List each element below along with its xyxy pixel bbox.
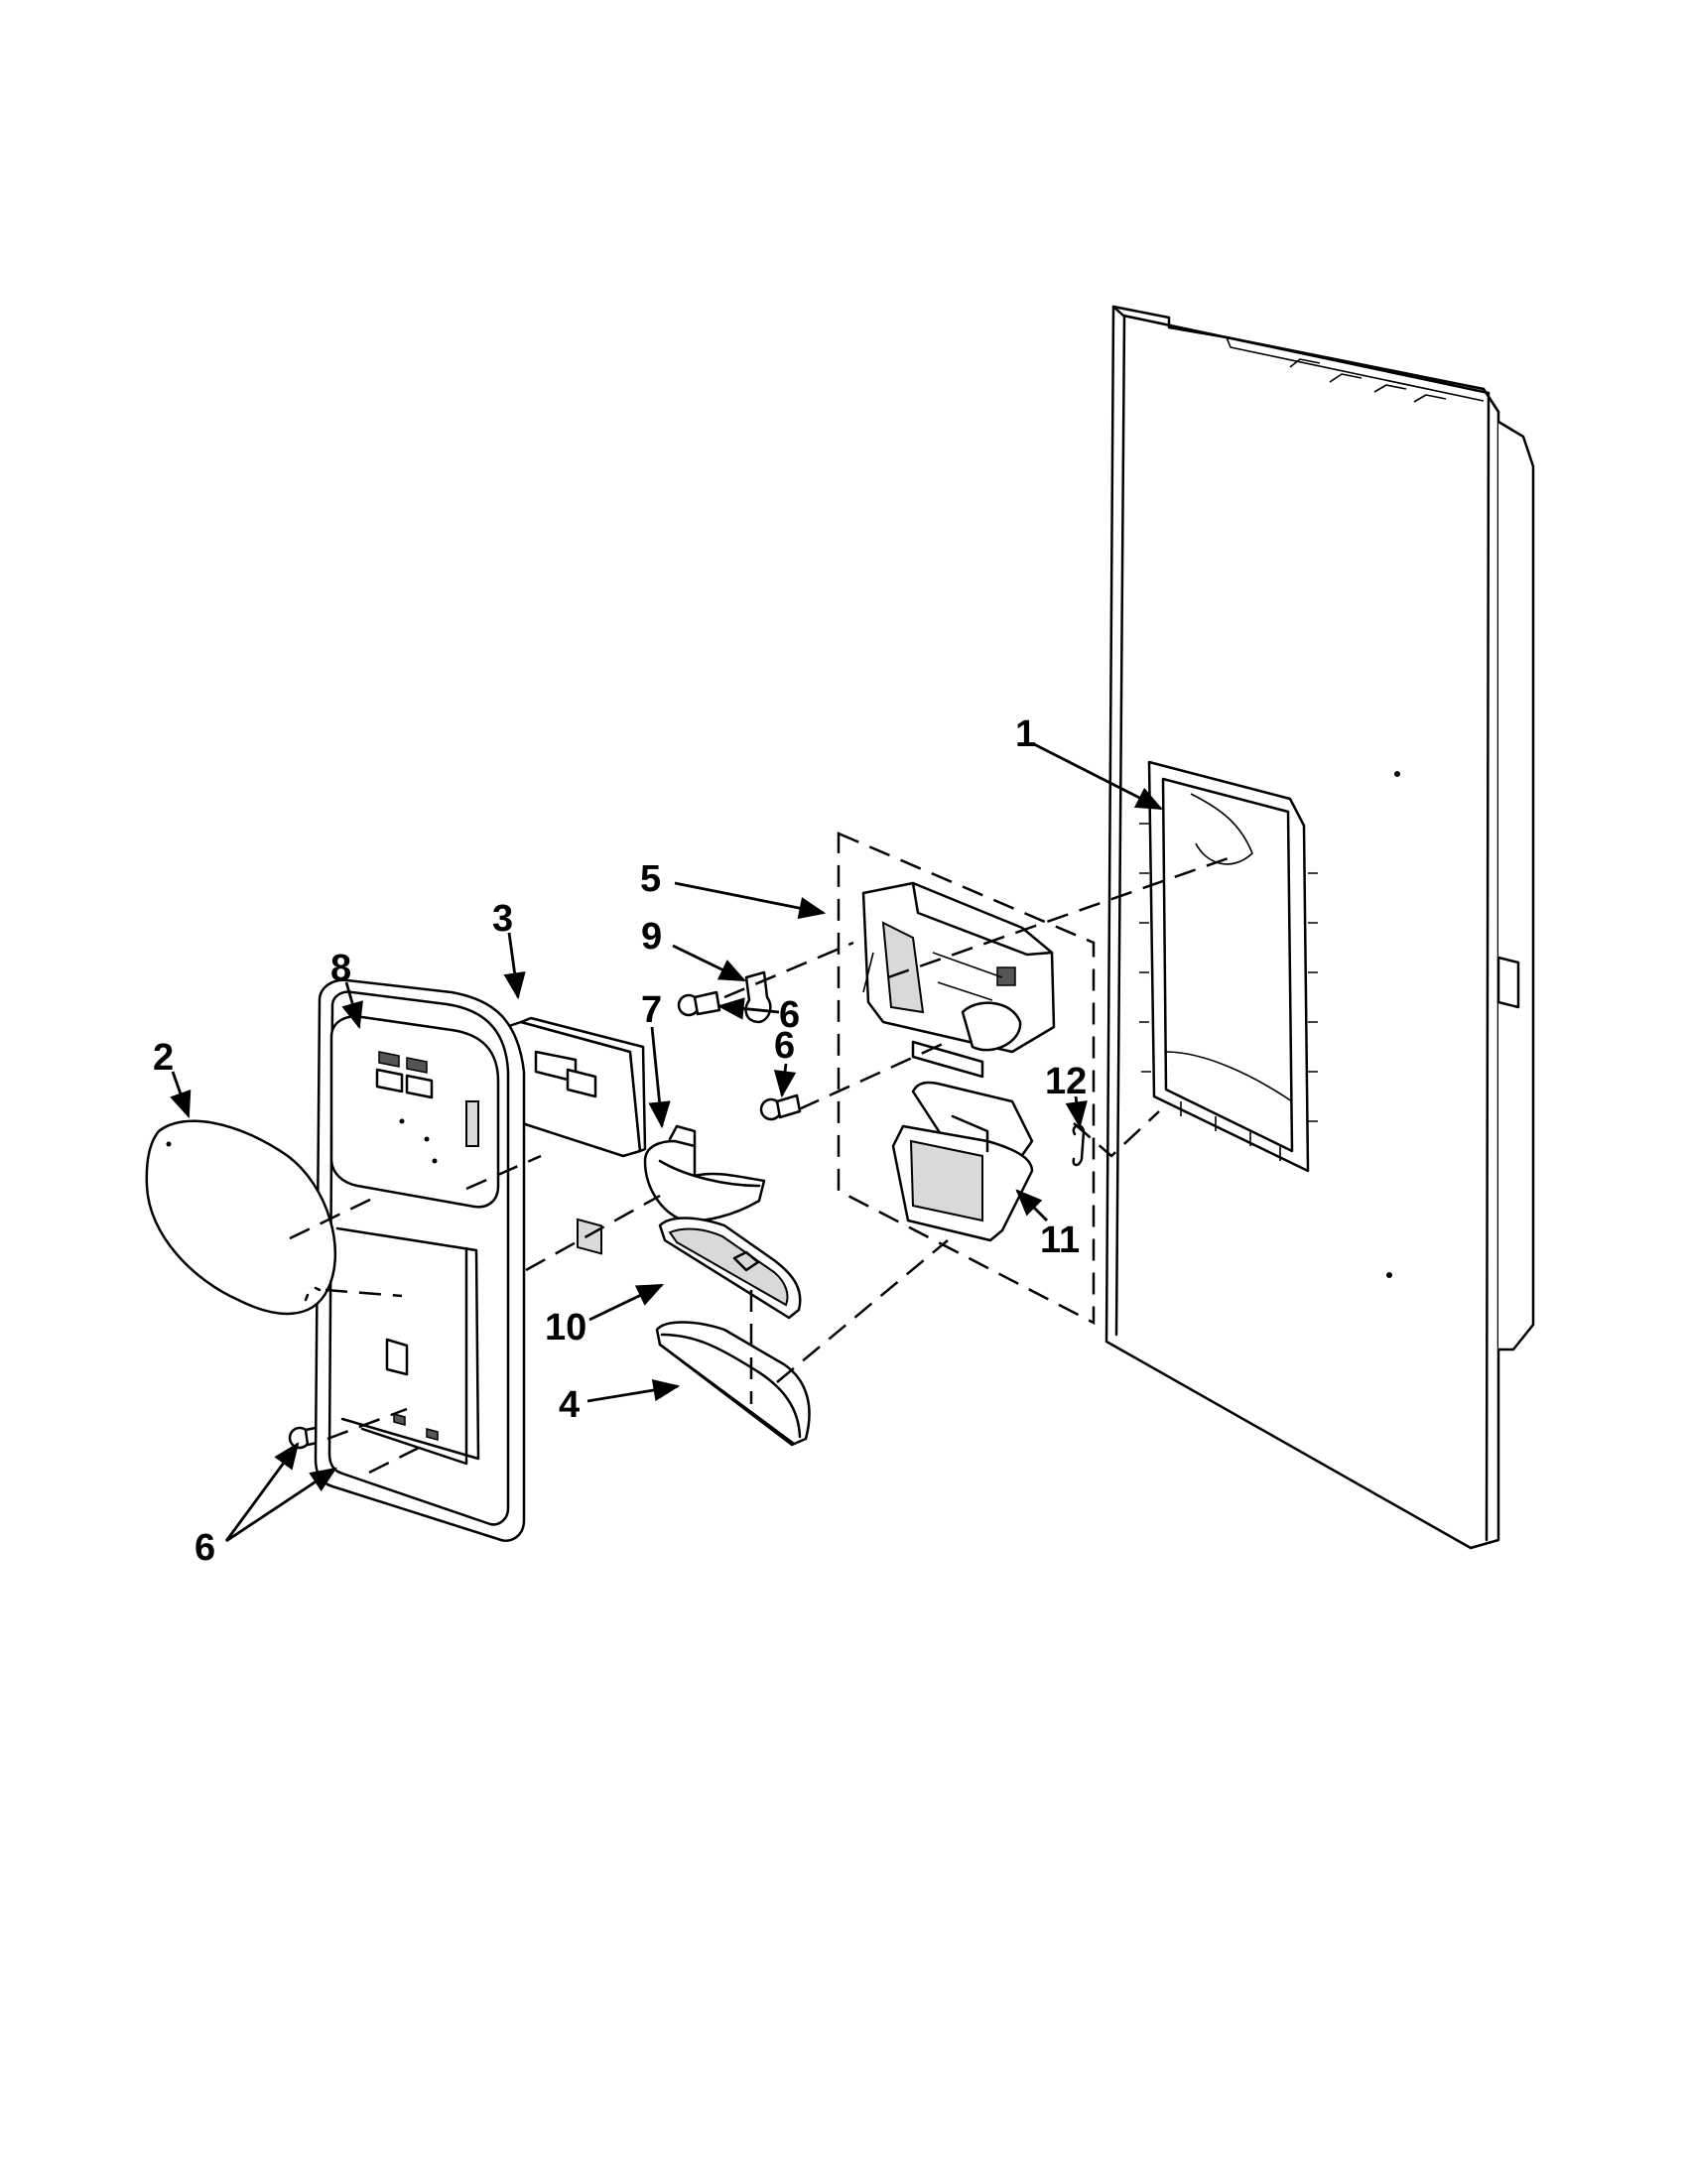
callout-2: 2 <box>153 1037 174 1079</box>
callout-5: 5 <box>640 858 661 900</box>
callout-1: 1 <box>1015 713 1036 755</box>
callout-6a: 6 <box>779 994 800 1036</box>
drip-grille <box>658 1217 802 1320</box>
callout-11: 11 <box>1040 1220 1080 1261</box>
actuator-pad <box>891 1081 1034 1242</box>
door-panel <box>1104 305 1535 1550</box>
leader-lines <box>170 742 1163 1543</box>
dispenser-cover <box>145 1119 336 1316</box>
callout-6c: 6 <box>195 1527 215 1569</box>
callout-7: 7 <box>641 989 662 1031</box>
lower-drip-tray <box>655 1321 811 1447</box>
callout-6-middle: 6 <box>774 1025 795 1067</box>
callout-9: 9 <box>641 916 662 958</box>
screw-upper <box>677 990 721 1017</box>
callout-3: 3 <box>492 898 513 940</box>
dispenser-opening <box>1139 760 1318 1173</box>
dispenser-mechanism <box>861 881 1056 1079</box>
callout-12: 12 <box>1045 1061 1087 1102</box>
exploded-connector-lines <box>289 853 1237 1475</box>
callout-labels: 1 2 3 4 5 6 6 6 7 8 9 10 11 12 <box>153 713 1087 1569</box>
control-board <box>504 1016 647 1255</box>
dispenser-housing <box>314 978 526 1542</box>
screw-middle <box>759 1093 802 1121</box>
callout-10: 10 <box>545 1307 586 1349</box>
ice-chute-guide <box>643 1124 766 1222</box>
assembly-boundary <box>837 832 1096 1326</box>
callout-4: 4 <box>559 1384 580 1426</box>
callout-8: 8 <box>330 948 351 989</box>
